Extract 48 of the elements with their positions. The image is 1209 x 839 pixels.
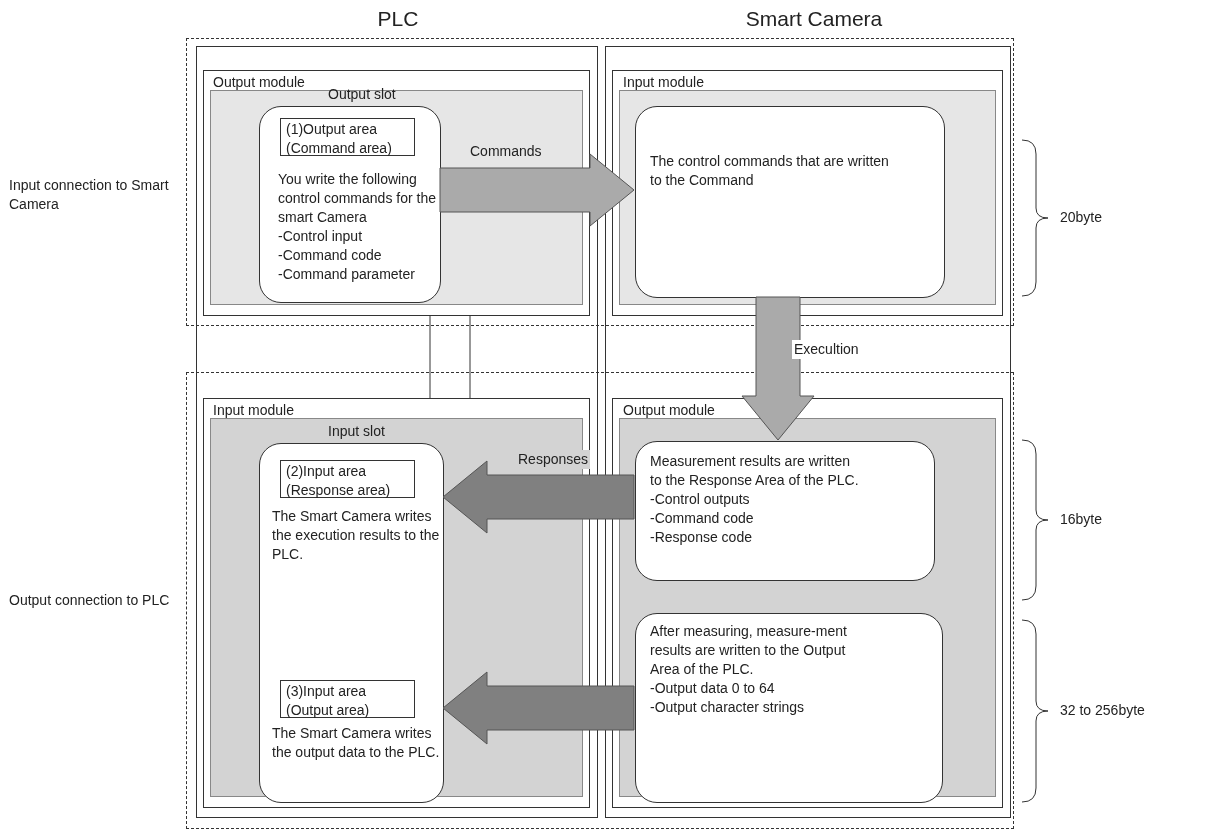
description-text: You write the following control commands for the smart Camera bbox=[278, 170, 437, 227]
module-heading: Output module bbox=[623, 401, 716, 420]
slot-heading: Output slot bbox=[328, 85, 397, 104]
area-box bbox=[280, 680, 415, 718]
description-text: The Smart Camera writes the execution results to the PLC. bbox=[272, 507, 441, 564]
byte-size-label: 20byte bbox=[1060, 208, 1103, 227]
slot-box bbox=[259, 443, 444, 803]
list-item: -Control outputs bbox=[650, 490, 751, 509]
list-item: -Command code bbox=[278, 246, 383, 265]
block-arrow bbox=[442, 671, 635, 745]
area-label: (2)Input area (Response area) bbox=[286, 462, 392, 500]
list-item: -Command code bbox=[650, 509, 755, 528]
module-frame bbox=[612, 70, 1003, 316]
column-heading: Smart Camera bbox=[744, 9, 884, 28]
connection-label: Input connection to Smart Camera bbox=[9, 176, 170, 214]
list-item: -Control input bbox=[278, 227, 364, 246]
column-heading: PLC bbox=[376, 9, 420, 28]
list-item: -Output data 0 to 64 bbox=[650, 679, 776, 698]
description-text: The Smart Camera writes the output data to the PLC. bbox=[272, 724, 441, 762]
edge-label: Responses bbox=[516, 450, 591, 469]
module-heading: Output module bbox=[213, 73, 306, 92]
connection-label: Output connection to PLC bbox=[9, 591, 171, 610]
byte-size-label: 32 to 256byte bbox=[1060, 701, 1145, 720]
module-frame bbox=[203, 70, 590, 316]
description-text: After measuring, measure-ment results are written to the Output Area of the PLC. bbox=[650, 622, 848, 679]
description-text: Measurement results are written to the Response Area of the PLC. bbox=[650, 452, 860, 490]
block-arrow bbox=[439, 153, 635, 227]
module-frame bbox=[612, 398, 1003, 808]
block-arrow bbox=[442, 460, 635, 534]
module-heading: Input module bbox=[623, 73, 705, 92]
block-arrow bbox=[741, 296, 815, 441]
module-frame bbox=[203, 398, 590, 808]
module-heading: Input module bbox=[213, 401, 295, 420]
slot-box bbox=[259, 106, 441, 303]
byte-size-label: 16byte bbox=[1060, 510, 1103, 529]
list-item: -Command parameter bbox=[278, 265, 416, 284]
area-box bbox=[280, 118, 415, 156]
slot-box bbox=[635, 106, 945, 298]
area-box bbox=[280, 460, 415, 498]
slot-heading: Input slot bbox=[328, 422, 386, 441]
area-label: (3)Input area (Output area) bbox=[286, 682, 371, 720]
slot-box bbox=[635, 441, 935, 581]
list-item: -Output character strings bbox=[650, 698, 806, 717]
area-label: (1)Output area (Command area) bbox=[286, 120, 393, 158]
description-text: The control commands that are written to the Command bbox=[650, 152, 890, 190]
list-item: -Response code bbox=[650, 528, 753, 547]
edge-label: Execultion bbox=[792, 340, 861, 359]
slot-box bbox=[635, 613, 943, 803]
